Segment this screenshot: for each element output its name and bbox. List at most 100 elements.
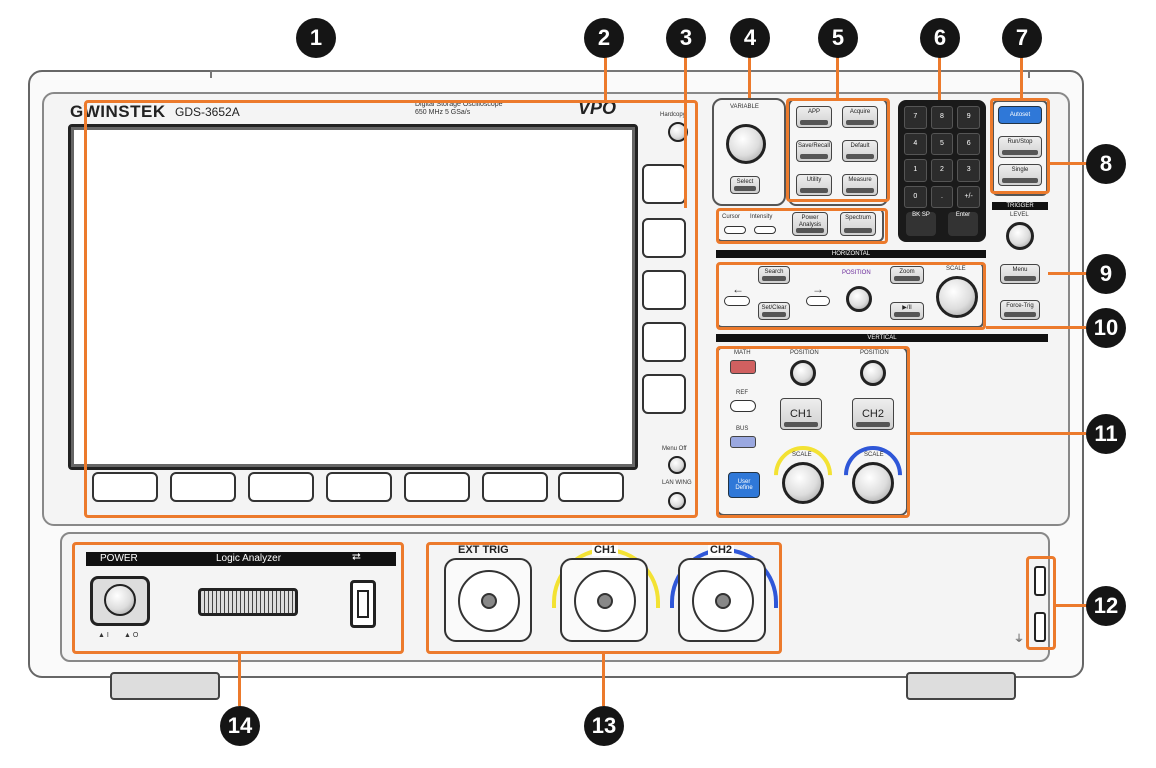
ground-terminal[interactable] [1034, 612, 1046, 642]
variable-label: VARIABLE [730, 104, 759, 110]
usb-icon: ⮂ [352, 551, 361, 563]
keypad-key[interactable]: 2 [930, 159, 954, 182]
select-label: Select [736, 179, 754, 185]
user-define-button[interactable]: User Define [728, 472, 760, 498]
keypad-key[interactable]: 3 [957, 159, 980, 182]
power-on-label: ▲ I [98, 632, 109, 639]
pan-right-button[interactable] [806, 296, 830, 306]
utility-button[interactable]: Utility [796, 174, 832, 196]
keypad-key[interactable]: 8 [930, 106, 954, 129]
vertical-title-bar: VERTICAL [716, 334, 1048, 342]
spectrum-button[interactable]: Spectrum [840, 212, 876, 236]
default-button[interactable]: Default [842, 140, 878, 162]
menu-off-button[interactable] [668, 456, 686, 474]
usb-port-slot [357, 590, 369, 618]
math-button[interactable] [730, 360, 756, 374]
brand-model: GDS-3652A [175, 105, 240, 119]
keypad-key[interactable]: 6 [957, 132, 980, 155]
logic-analyzer-label: Logic Analyzer [216, 553, 282, 564]
ch1-button[interactable]: CH1 [780, 398, 822, 430]
keypad-key[interactable]: +/- [957, 185, 980, 208]
keypad-key[interactable]: . [930, 185, 954, 208]
callout-14: 14 [220, 706, 260, 746]
acquire-button[interactable]: Acquire [842, 106, 878, 128]
default-label: Default [850, 143, 870, 149]
hardcopy-button[interactable] [668, 122, 688, 142]
usb-port[interactable] [350, 580, 376, 628]
probe-comp-terminal[interactable] [1034, 566, 1046, 596]
brand-desc-line1: Digital Storage Oscilloscope [415, 101, 503, 108]
measure-label: Measure [848, 177, 872, 183]
pan-left-button[interactable] [724, 296, 750, 306]
app-button[interactable]: APP [796, 106, 832, 128]
ground-icon: ⏚ [1014, 634, 1024, 645]
ch2-scale-knob[interactable] [852, 462, 894, 504]
ch2-position-label: POSITION [860, 350, 889, 356]
keypad-key[interactable]: 0 [904, 185, 927, 208]
bottom-softkey-6[interactable] [482, 472, 548, 502]
leader-14 [238, 654, 241, 706]
measure-button[interactable]: Measure [842, 174, 878, 196]
display-screen[interactable] [68, 124, 638, 470]
save-recall-button[interactable]: Save/Recall [796, 140, 832, 162]
enter-button[interactable]: Enter [948, 212, 978, 236]
ch1-input-connector[interactable] [560, 558, 648, 642]
side-softkey-5[interactable] [642, 374, 686, 414]
side-softkey-2[interactable] [642, 218, 686, 258]
trigger-menu-button[interactable]: Menu [1000, 264, 1040, 284]
callout-13: 13 [584, 706, 624, 746]
variable-knob[interactable] [726, 124, 766, 164]
search-button[interactable]: Search [758, 266, 790, 284]
force-trig-button[interactable]: Force-Trig [1000, 300, 1040, 320]
trigger-level-knob[interactable] [1006, 222, 1034, 250]
lan-wing-button[interactable] [668, 492, 686, 510]
ch2-position-knob[interactable] [860, 360, 886, 386]
bottom-softkey-4[interactable] [326, 472, 392, 502]
autoset-button[interactable]: Autoset [998, 106, 1042, 124]
logic-analyzer-port[interactable] [198, 588, 298, 616]
bottom-softkey-3[interactable] [248, 472, 314, 502]
bottom-softkey-2[interactable] [170, 472, 236, 502]
set-clear-button[interactable]: Set/Clear [758, 302, 790, 320]
keypad-key[interactable]: 4 [904, 132, 927, 155]
intensity-button[interactable] [754, 226, 776, 234]
highlight-screen-area [84, 100, 698, 518]
top-handle-strip [210, 70, 1030, 78]
bus-button[interactable] [730, 436, 756, 448]
callout-8: 8 [1086, 144, 1126, 184]
play-pause-button[interactable]: ▶/II [890, 302, 924, 320]
highlight-bnc [426, 542, 782, 654]
leader-4 [748, 56, 751, 98]
keypad-key[interactable]: 9 [957, 106, 980, 129]
keypad-key[interactable]: 5 [930, 132, 954, 155]
side-softkey-4[interactable] [642, 322, 686, 362]
keypad-key[interactable]: 7 [904, 106, 927, 129]
single-button[interactable]: Single [998, 164, 1042, 186]
ch1-position-knob[interactable] [790, 360, 816, 386]
ref-button[interactable] [730, 400, 756, 412]
bottom-softkey-1[interactable] [92, 472, 158, 502]
cursor-button[interactable] [724, 226, 746, 234]
zoom-button[interactable]: Zoom [890, 266, 924, 284]
ch1-scale-knob[interactable] [782, 462, 824, 504]
side-softkey-3[interactable] [642, 270, 686, 310]
ext-trig-connector[interactable] [444, 558, 532, 642]
menu-off-label: Menu Off [662, 446, 687, 452]
force-trig-label: Force-Trig [1006, 303, 1034, 309]
leader-12 [1056, 604, 1088, 607]
run-stop-button[interactable]: Run/Stop [998, 136, 1042, 158]
search-label: Search [764, 269, 784, 275]
select-button[interactable]: Select [730, 176, 760, 194]
bottom-softkey-7[interactable] [558, 472, 624, 502]
callout-6: 6 [920, 18, 960, 58]
power-analysis-button[interactable]: Power Analysis [792, 212, 828, 236]
bottom-softkey-5[interactable] [404, 472, 470, 502]
horizontal-position-knob[interactable] [846, 286, 872, 312]
horizontal-position-label: POSITION [842, 270, 871, 276]
hardcopy-label: Hardcopy [660, 112, 686, 118]
ch2-input-connector[interactable] [678, 558, 766, 642]
horizontal-scale-knob[interactable] [936, 276, 978, 318]
backspace-button[interactable]: BK SP [906, 212, 936, 236]
keypad-key[interactable]: 1 [904, 159, 927, 182]
ch2-button[interactable]: CH2 [852, 398, 894, 430]
